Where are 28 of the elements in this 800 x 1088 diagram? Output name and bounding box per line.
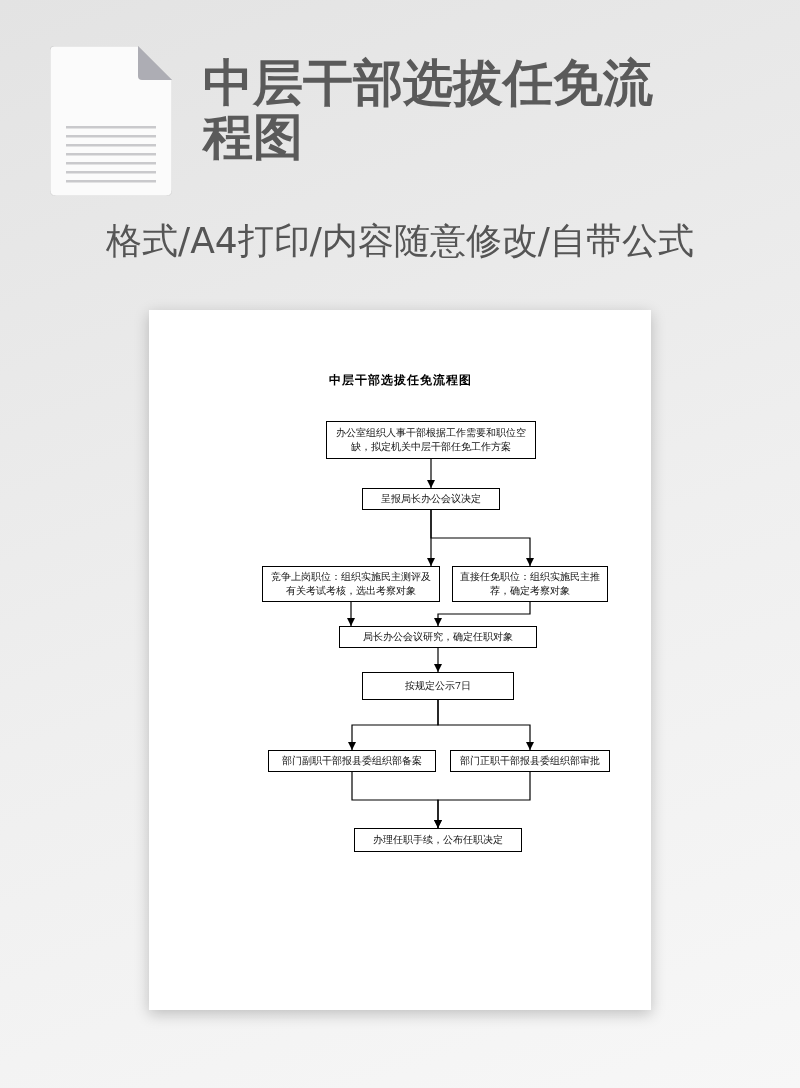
process-box (452, 566, 608, 602)
document-title: 中层干部选拔任免流程图 (327, 372, 473, 388)
process-box (450, 750, 610, 772)
process-text: 直接任免职位：组织实施民主推荐，确定考察对象 (459, 570, 601, 598)
process-text: 部门正职干部报县委组织部审批 (460, 754, 600, 768)
process-box (268, 750, 436, 772)
arrow (430, 509, 534, 567)
process-text: 竞争上岗职位：组织实施民主测评及有关考试考核，选出考察对象 (270, 570, 432, 598)
process-box (262, 566, 440, 602)
arrow (434, 647, 442, 673)
process-text: 部门副职干部报县委组织部备案 (282, 754, 422, 768)
process-box (339, 626, 537, 648)
page-title: 中层干部选拔任免流程图 (203, 56, 654, 164)
process-text: 按规定公示7日 (404, 679, 472, 693)
process-text: 呈报局长办公会议决定 (381, 492, 481, 506)
process-text: 局长办公会议研究，确定任职对象 (363, 630, 513, 644)
arrow (434, 601, 531, 627)
subtitle-text: 格式/A4打印/内容随意修改/自带公式 (105, 219, 695, 263)
process-text: 办公室组织人事干部根据工作需要和职位空缺，拟定机关中层干部任免工作方案 (335, 426, 527, 454)
process-box (362, 672, 514, 700)
process-box (354, 828, 522, 852)
arrow (427, 458, 435, 489)
process-box (362, 488, 500, 510)
arrow (434, 771, 531, 829)
arrow (437, 699, 534, 751)
arrow (347, 601, 355, 627)
process-text: 办理任职手续，公布任职决定 (373, 833, 503, 847)
process-box (326, 421, 536, 459)
